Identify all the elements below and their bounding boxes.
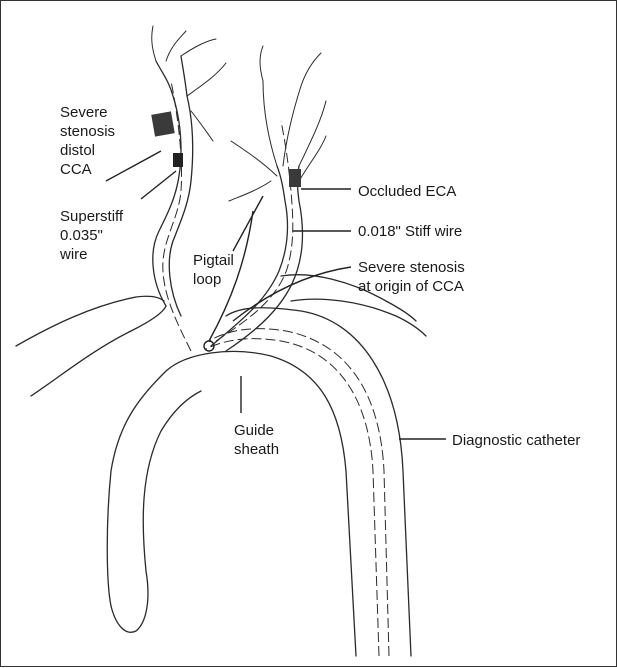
label-severe-stenosis-origin: Severe stenosis at origin of CCA	[358, 258, 465, 296]
right-branch-3	[299, 101, 326, 166]
left-branch-3	[181, 39, 216, 56]
distal-cca-wire-tip	[173, 153, 183, 167]
left-branch-1	[152, 26, 156, 61]
aortic-arch-inner-wall	[226, 308, 411, 656]
catheter-in-descending-aorta-2	[209, 329, 389, 656]
label-superstiff-wire: Superstiff 0.035" wire	[60, 207, 123, 264]
right-branch-1	[263, 81, 277, 166]
right-branch-7	[260, 46, 263, 81]
pointer-pigtail	[233, 196, 263, 251]
right-branch-6	[229, 181, 271, 201]
left-branch-4	[187, 63, 226, 96]
subclavian-artery-right	[291, 299, 426, 336]
label-pigtail-loop: Pigtail loop	[193, 251, 234, 289]
right-branch-2	[283, 86, 301, 166]
left-branch-5	[191, 111, 213, 141]
left-carotid-outer	[153, 61, 181, 306]
aortic-arch-outer-wall	[107, 351, 356, 656]
subclavian-artery-left-lower	[16, 296, 164, 346]
label-severe-stenosis-distal-cca: Severe stenosis distol CCA	[60, 103, 115, 179]
left-branch-2	[166, 31, 186, 61]
subclavian-artery-left	[31, 306, 166, 396]
right-branch-8	[301, 53, 321, 86]
label-stiff-wire: 0.018" Stiff wire	[358, 222, 462, 241]
occluded-eca-mark	[289, 169, 301, 187]
right-branch-5	[231, 141, 277, 176]
label-diagnostic-catheter: Diagnostic catheter	[452, 431, 580, 450]
pointer-superstiff	[141, 171, 176, 199]
distal-cca-stenosis-mark	[151, 111, 175, 136]
label-guide-sheath: Guide sheath	[234, 421, 279, 459]
label-occluded-eca: Occluded ECA	[358, 182, 456, 201]
